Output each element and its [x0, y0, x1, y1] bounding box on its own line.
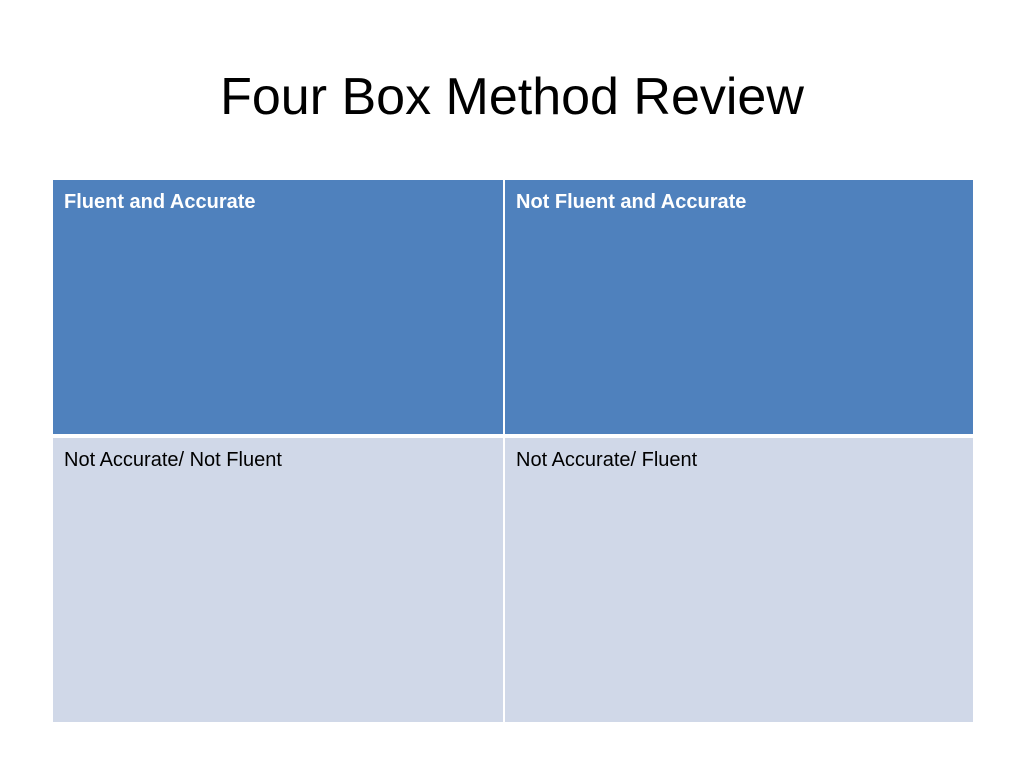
slide-title: Four Box Method Review — [220, 68, 804, 126]
box-not-fluent-accurate: Not Fluent and Accurate — [503, 178, 975, 438]
box-not-accurate-fluent: Not Accurate/ Fluent — [503, 435, 975, 724]
box-not-accurate-not-fluent: Not Accurate/ Not Fluent — [51, 435, 505, 724]
four-box-grid: Fluent and Accurate Not Fluent and Accur… — [51, 178, 975, 724]
grid-row-bottom: Not Accurate/ Not Fluent Not Accurate/ F… — [51, 435, 975, 724]
grid-row-top: Fluent and Accurate Not Fluent and Accur… — [51, 178, 975, 438]
box-fluent-accurate: Fluent and Accurate — [51, 178, 505, 438]
